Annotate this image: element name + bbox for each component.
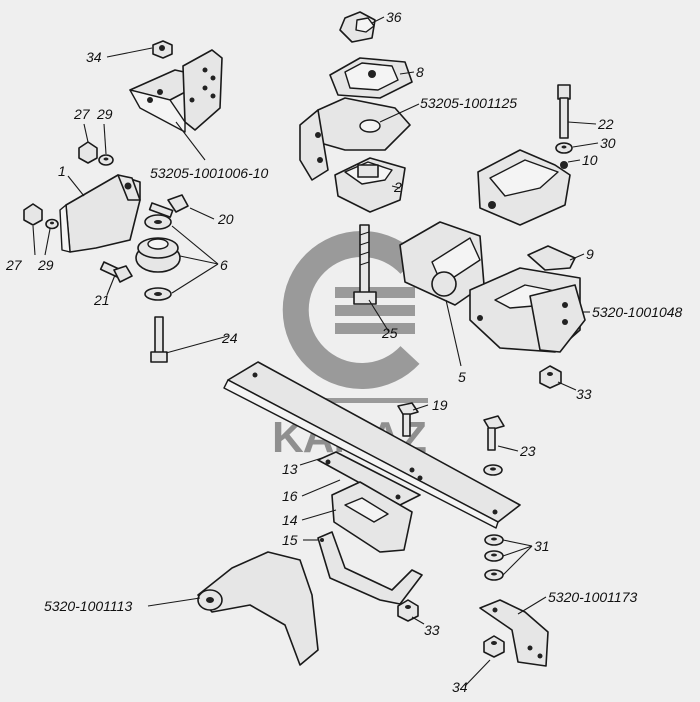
callout-31: 31 xyxy=(534,538,550,554)
bracket-10 xyxy=(477,149,571,226)
nut-34-top xyxy=(152,40,173,59)
nut-33-bottom xyxy=(397,599,419,622)
callout-14: 14 xyxy=(282,512,298,528)
bolt-20 xyxy=(148,194,189,218)
callout-2: 2 xyxy=(393,179,402,195)
washer-30 xyxy=(555,142,573,154)
bolt-24 xyxy=(150,316,168,363)
callout-19: 19 xyxy=(432,397,448,413)
bolt-25 xyxy=(353,224,377,305)
nut-27-top xyxy=(78,141,98,164)
callout-29-left: 29 xyxy=(37,257,54,273)
callout-20: 20 xyxy=(217,211,234,227)
cushion-2 xyxy=(334,157,406,213)
callout-13: 13 xyxy=(282,461,298,477)
callout-8: 8 xyxy=(416,64,424,80)
callout-9: 9 xyxy=(586,246,594,262)
nut-27-left xyxy=(23,203,43,226)
callout-labels: 34 36 8 53205-1001125 22 30 10 27 29 532… xyxy=(5,9,683,695)
callout-25: 25 xyxy=(381,325,398,341)
callout-36: 36 xyxy=(386,9,402,25)
clip-9 xyxy=(527,245,576,271)
callout-53205-1001006-10: 53205-1001006-10 xyxy=(150,165,269,181)
callout-23: 23 xyxy=(519,443,536,459)
bolt-22 xyxy=(557,84,571,139)
callout-27-left: 27 xyxy=(5,257,23,273)
bracket-5320-1001048 xyxy=(469,267,586,353)
callout-22: 22 xyxy=(597,116,614,132)
callout-21: 21 xyxy=(93,292,110,308)
callout-34-top: 34 xyxy=(86,49,102,65)
bolt-21 xyxy=(99,261,133,283)
callout-33-right: 33 xyxy=(576,386,592,402)
bracket-15 xyxy=(317,531,423,605)
clip-36 xyxy=(339,11,376,43)
callout-5320-1001173: 5320-1001173 xyxy=(548,589,637,605)
callout-53205-1001125: 53205-1001125 xyxy=(420,95,517,111)
leader-lines xyxy=(32,16,599,687)
callout-27-top: 27 xyxy=(73,106,91,122)
washers-31 xyxy=(484,534,504,581)
cushion-14 xyxy=(331,481,413,553)
callout-34-bottom: 34 xyxy=(452,679,468,695)
callout-5320-1001048: 5320-1001048 xyxy=(592,304,683,320)
cushion-6 xyxy=(135,214,181,301)
callout-29-top: 29 xyxy=(96,106,113,122)
callout-33-bottom: 33 xyxy=(424,622,440,638)
washer-29-top xyxy=(98,154,114,166)
callout-24: 24 xyxy=(221,330,238,346)
callout-1: 1 xyxy=(58,163,66,179)
bracket-53205-1001125 xyxy=(299,97,411,181)
bracket-1 xyxy=(59,174,141,253)
nut-34-bottom xyxy=(483,635,505,658)
bracket-53205-1001006-10 xyxy=(129,49,223,133)
callout-5320-1001113: 5320-1001113 xyxy=(44,598,132,614)
bracket-5320-1001173 xyxy=(479,599,549,667)
washer-29-left xyxy=(45,218,59,230)
plate-8 xyxy=(329,57,413,99)
cushion-5 xyxy=(399,221,485,306)
bolt-23 xyxy=(483,415,505,451)
callout-5: 5 xyxy=(458,369,466,385)
callout-10: 10 xyxy=(582,152,598,168)
callout-30: 30 xyxy=(600,135,616,151)
callout-6: 6 xyxy=(220,257,228,273)
crossmember-13 xyxy=(223,361,521,529)
nut-33-right xyxy=(539,365,562,389)
bracket-5320-1001113 xyxy=(197,551,319,666)
callout-15: 15 xyxy=(282,532,298,548)
callout-16: 16 xyxy=(282,488,298,504)
washer-23 xyxy=(483,464,503,476)
bolt-19 xyxy=(397,402,419,437)
